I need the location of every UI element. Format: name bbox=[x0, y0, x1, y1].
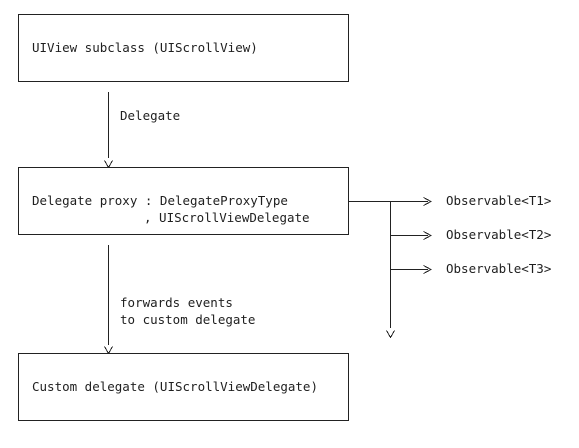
observable-branches: Observable<T1> Observable<T2> Observable… bbox=[349, 193, 551, 339]
forwards-events-line1: forwards events bbox=[120, 295, 233, 310]
arrowhead-right bbox=[423, 231, 433, 240]
delegate-connector: Delegate bbox=[104, 92, 180, 169]
delegate-proxy-box: Delegate proxy : DelegateProxyType , UIS… bbox=[18, 167, 349, 235]
arrowhead-down bbox=[104, 346, 113, 355]
forwards-events-line2: to custom delegate bbox=[120, 312, 255, 327]
observable-t2-label: Observable<T2> bbox=[446, 227, 551, 242]
forwards-connector: forwards events to custom delegate bbox=[104, 245, 255, 355]
custom-delegate-label: Custom delegate (UIScrollViewDelegate) bbox=[32, 379, 318, 394]
arrowhead-down bbox=[104, 160, 113, 169]
delegate-proxy-line1: Delegate proxy : DelegateProxyType bbox=[32, 193, 288, 208]
arrowhead-right bbox=[423, 265, 433, 274]
delegate-label: Delegate bbox=[120, 108, 180, 123]
delegate-proxy-line2: , UIScrollViewDelegate bbox=[144, 210, 310, 225]
observable-t3-label: Observable<T3> bbox=[446, 261, 551, 276]
uiview-subclass-box: UIView subclass (UIScrollView) bbox=[18, 14, 349, 82]
arrowhead-right bbox=[423, 197, 433, 206]
observable-t1-label: Observable<T1> bbox=[446, 193, 551, 208]
custom-delegate-box: Custom delegate (UIScrollViewDelegate) bbox=[18, 353, 349, 421]
uiview-subclass-label: UIView subclass (UIScrollView) bbox=[32, 40, 258, 55]
arrowhead-down bbox=[386, 330, 395, 339]
